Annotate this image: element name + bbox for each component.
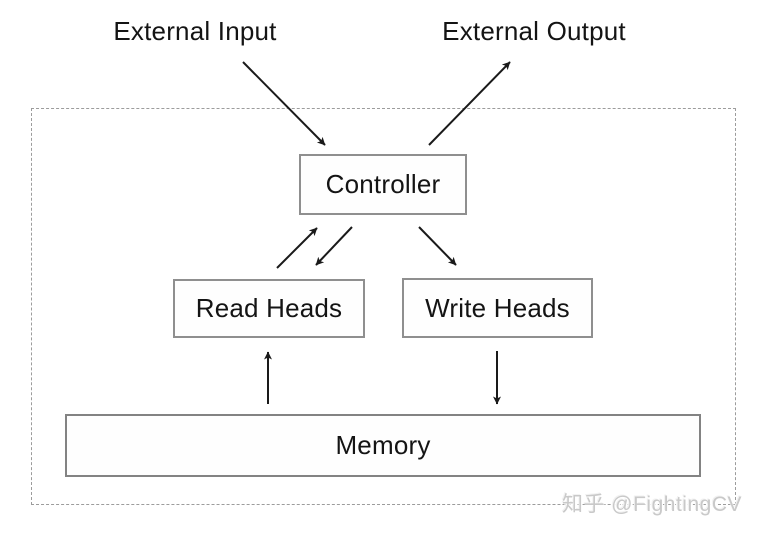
external-output-label: External Output — [442, 16, 626, 46]
node-memory-label: Memory — [335, 430, 431, 460]
node-read-heads: Read Heads — [173, 279, 365, 338]
node-read-heads-label: Read Heads — [195, 293, 343, 323]
external-input-label: External Input — [113, 16, 277, 46]
node-controller-label: Controller — [325, 169, 441, 199]
system-boundary-dashed-box — [31, 108, 736, 505]
node-write-heads: Write Heads — [402, 278, 593, 338]
node-controller: Controller — [299, 154, 467, 215]
node-memory: Memory — [65, 414, 701, 477]
node-write-heads-label: Write Heads — [425, 292, 570, 323]
zhihu-watermark: 知乎 @FightingCV — [561, 493, 742, 516]
